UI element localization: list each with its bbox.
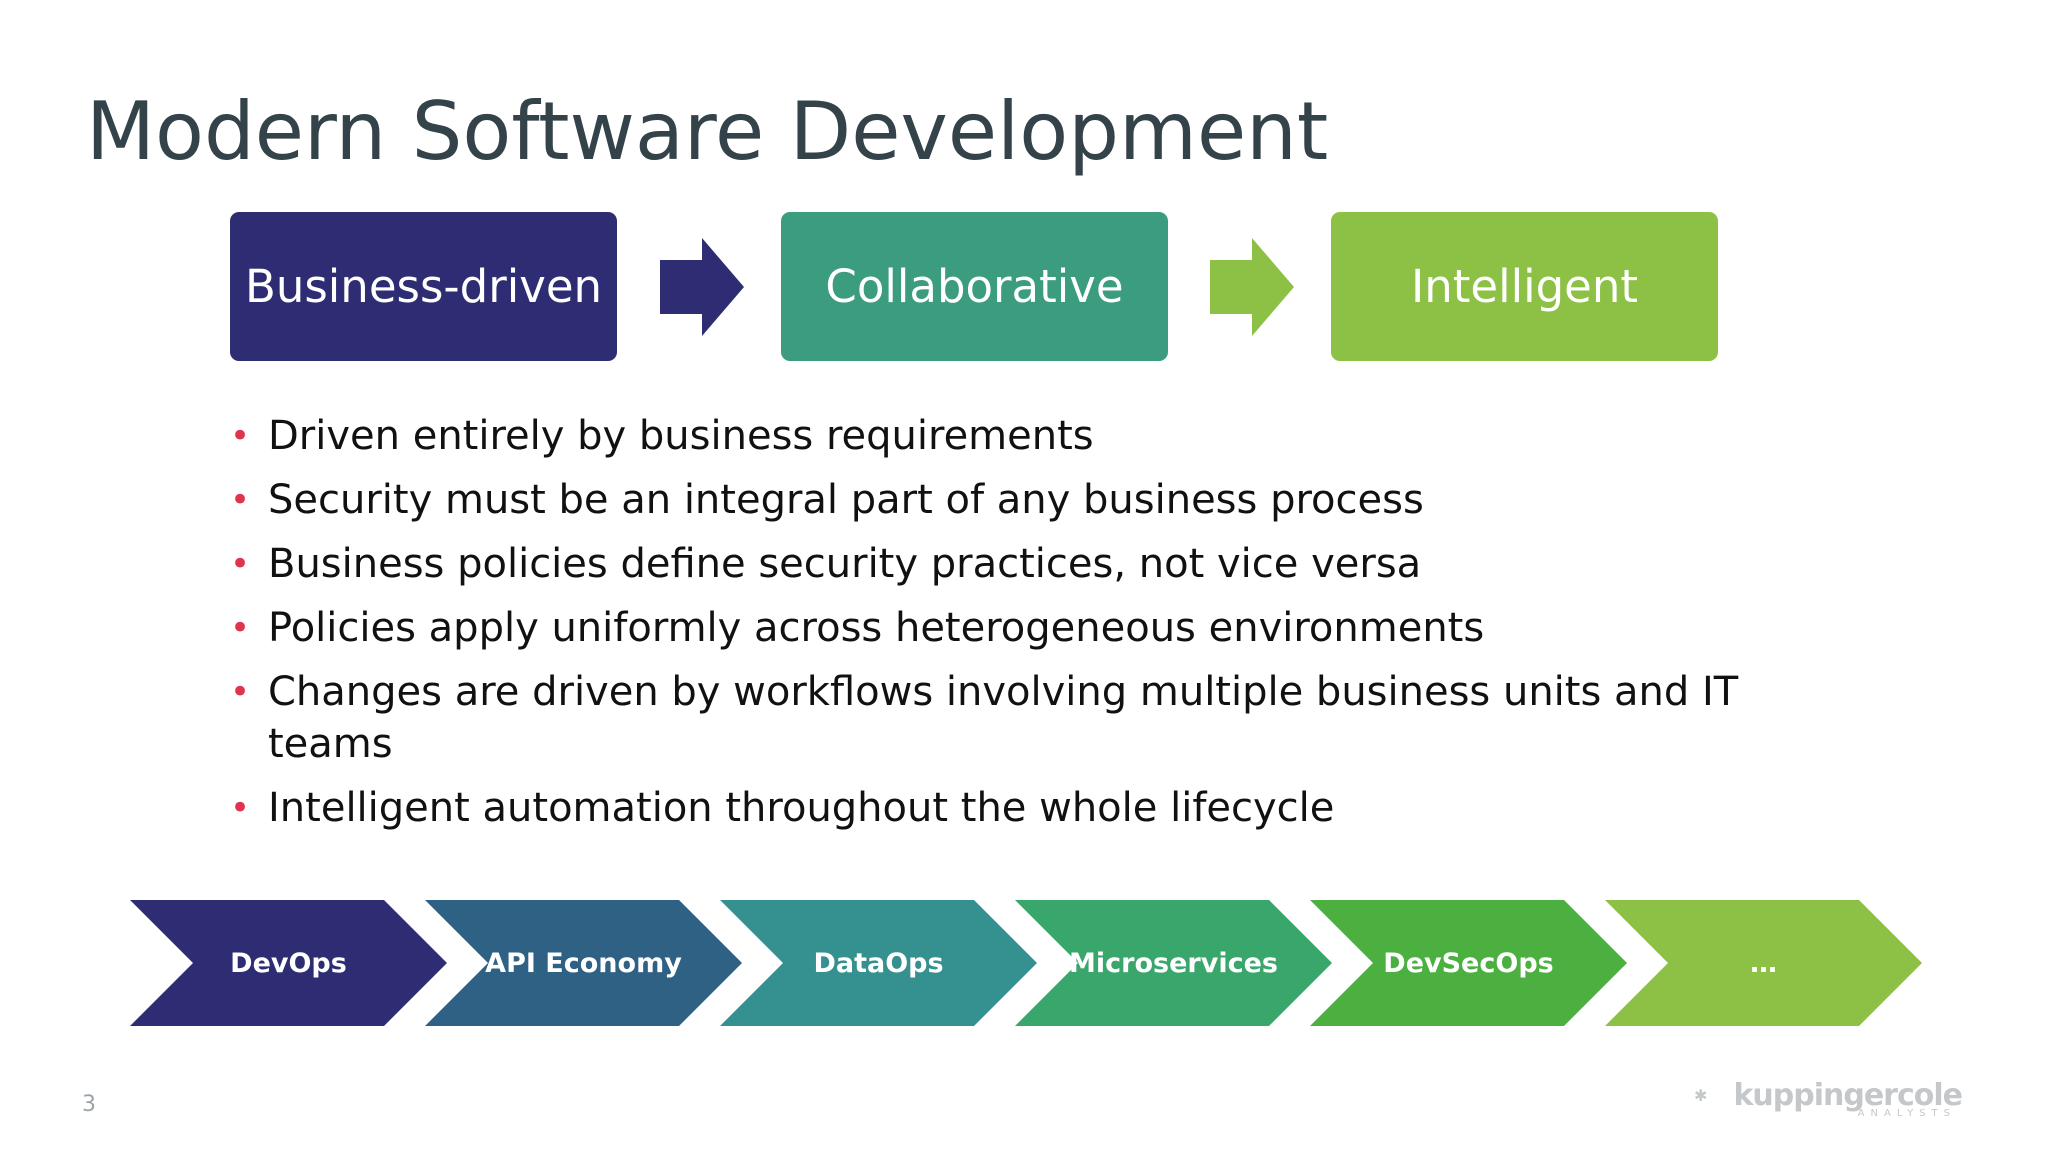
chevron-devops: DevOps bbox=[130, 900, 447, 1026]
right-arrow-icon bbox=[660, 238, 744, 336]
chevron-devsecops: DevSecOps bbox=[1310, 900, 1627, 1026]
bullet-item: •Changes are driven by workflows involvi… bbox=[230, 666, 1750, 770]
stage-label: Collaborative bbox=[825, 260, 1124, 313]
logo-subtitle: ANALYSTS bbox=[1857, 1108, 1956, 1119]
chevron-label: API Economy bbox=[485, 947, 682, 979]
page-number: 3 bbox=[82, 1092, 96, 1117]
slide-title: Modern Software Development bbox=[86, 85, 1329, 178]
stage-intelligent: Intelligent bbox=[1331, 212, 1718, 361]
chevron-more: … bbox=[1605, 900, 1922, 1026]
chevron-microservices: Microservices bbox=[1015, 900, 1332, 1026]
logo-name: kuppingercole bbox=[1733, 1078, 1963, 1113]
stage-business-driven: Business-driven bbox=[230, 212, 617, 361]
chevron-label: DevOps bbox=[230, 947, 347, 979]
stage-label: Business-driven bbox=[244, 260, 603, 313]
bullet-dot-icon: • bbox=[230, 416, 251, 456]
chevron-api-economy: API Economy bbox=[425, 900, 742, 1026]
bullet-dot-icon: • bbox=[230, 672, 251, 712]
kuppingercole-logo: ✱ kuppingercole ANALYSTS bbox=[1694, 1078, 1964, 1120]
bullet-list: •Driven entirely by business requirement… bbox=[230, 410, 1750, 846]
chevron-label: DataOps bbox=[813, 947, 944, 979]
logo-mark-icon: ✱ bbox=[1694, 1086, 1708, 1105]
stage-collaborative: Collaborative bbox=[781, 212, 1168, 361]
stage-label: Intelligent bbox=[1410, 260, 1639, 313]
bullet-item: •Driven entirely by business requirement… bbox=[230, 410, 1750, 462]
bullet-item: •Business policies define security pract… bbox=[230, 538, 1750, 590]
bullet-dot-icon: • bbox=[230, 480, 251, 520]
bullet-item: •Intelligent automation throughout the w… bbox=[230, 782, 1750, 834]
bullet-dot-icon: • bbox=[230, 608, 251, 648]
chevron-label: … bbox=[1750, 947, 1777, 979]
chevron-dataops: DataOps bbox=[720, 900, 1037, 1026]
chevron-label: DevSecOps bbox=[1383, 947, 1554, 979]
right-arrow-icon bbox=[1210, 238, 1294, 336]
bullet-dot-icon: • bbox=[230, 788, 251, 828]
bullet-dot-icon: • bbox=[230, 544, 251, 584]
chevron-label: Microservices bbox=[1069, 947, 1278, 979]
bullet-item: •Policies apply uniformly across heterog… bbox=[230, 602, 1750, 654]
bullet-item: •Security must be an integral part of an… bbox=[230, 474, 1750, 526]
